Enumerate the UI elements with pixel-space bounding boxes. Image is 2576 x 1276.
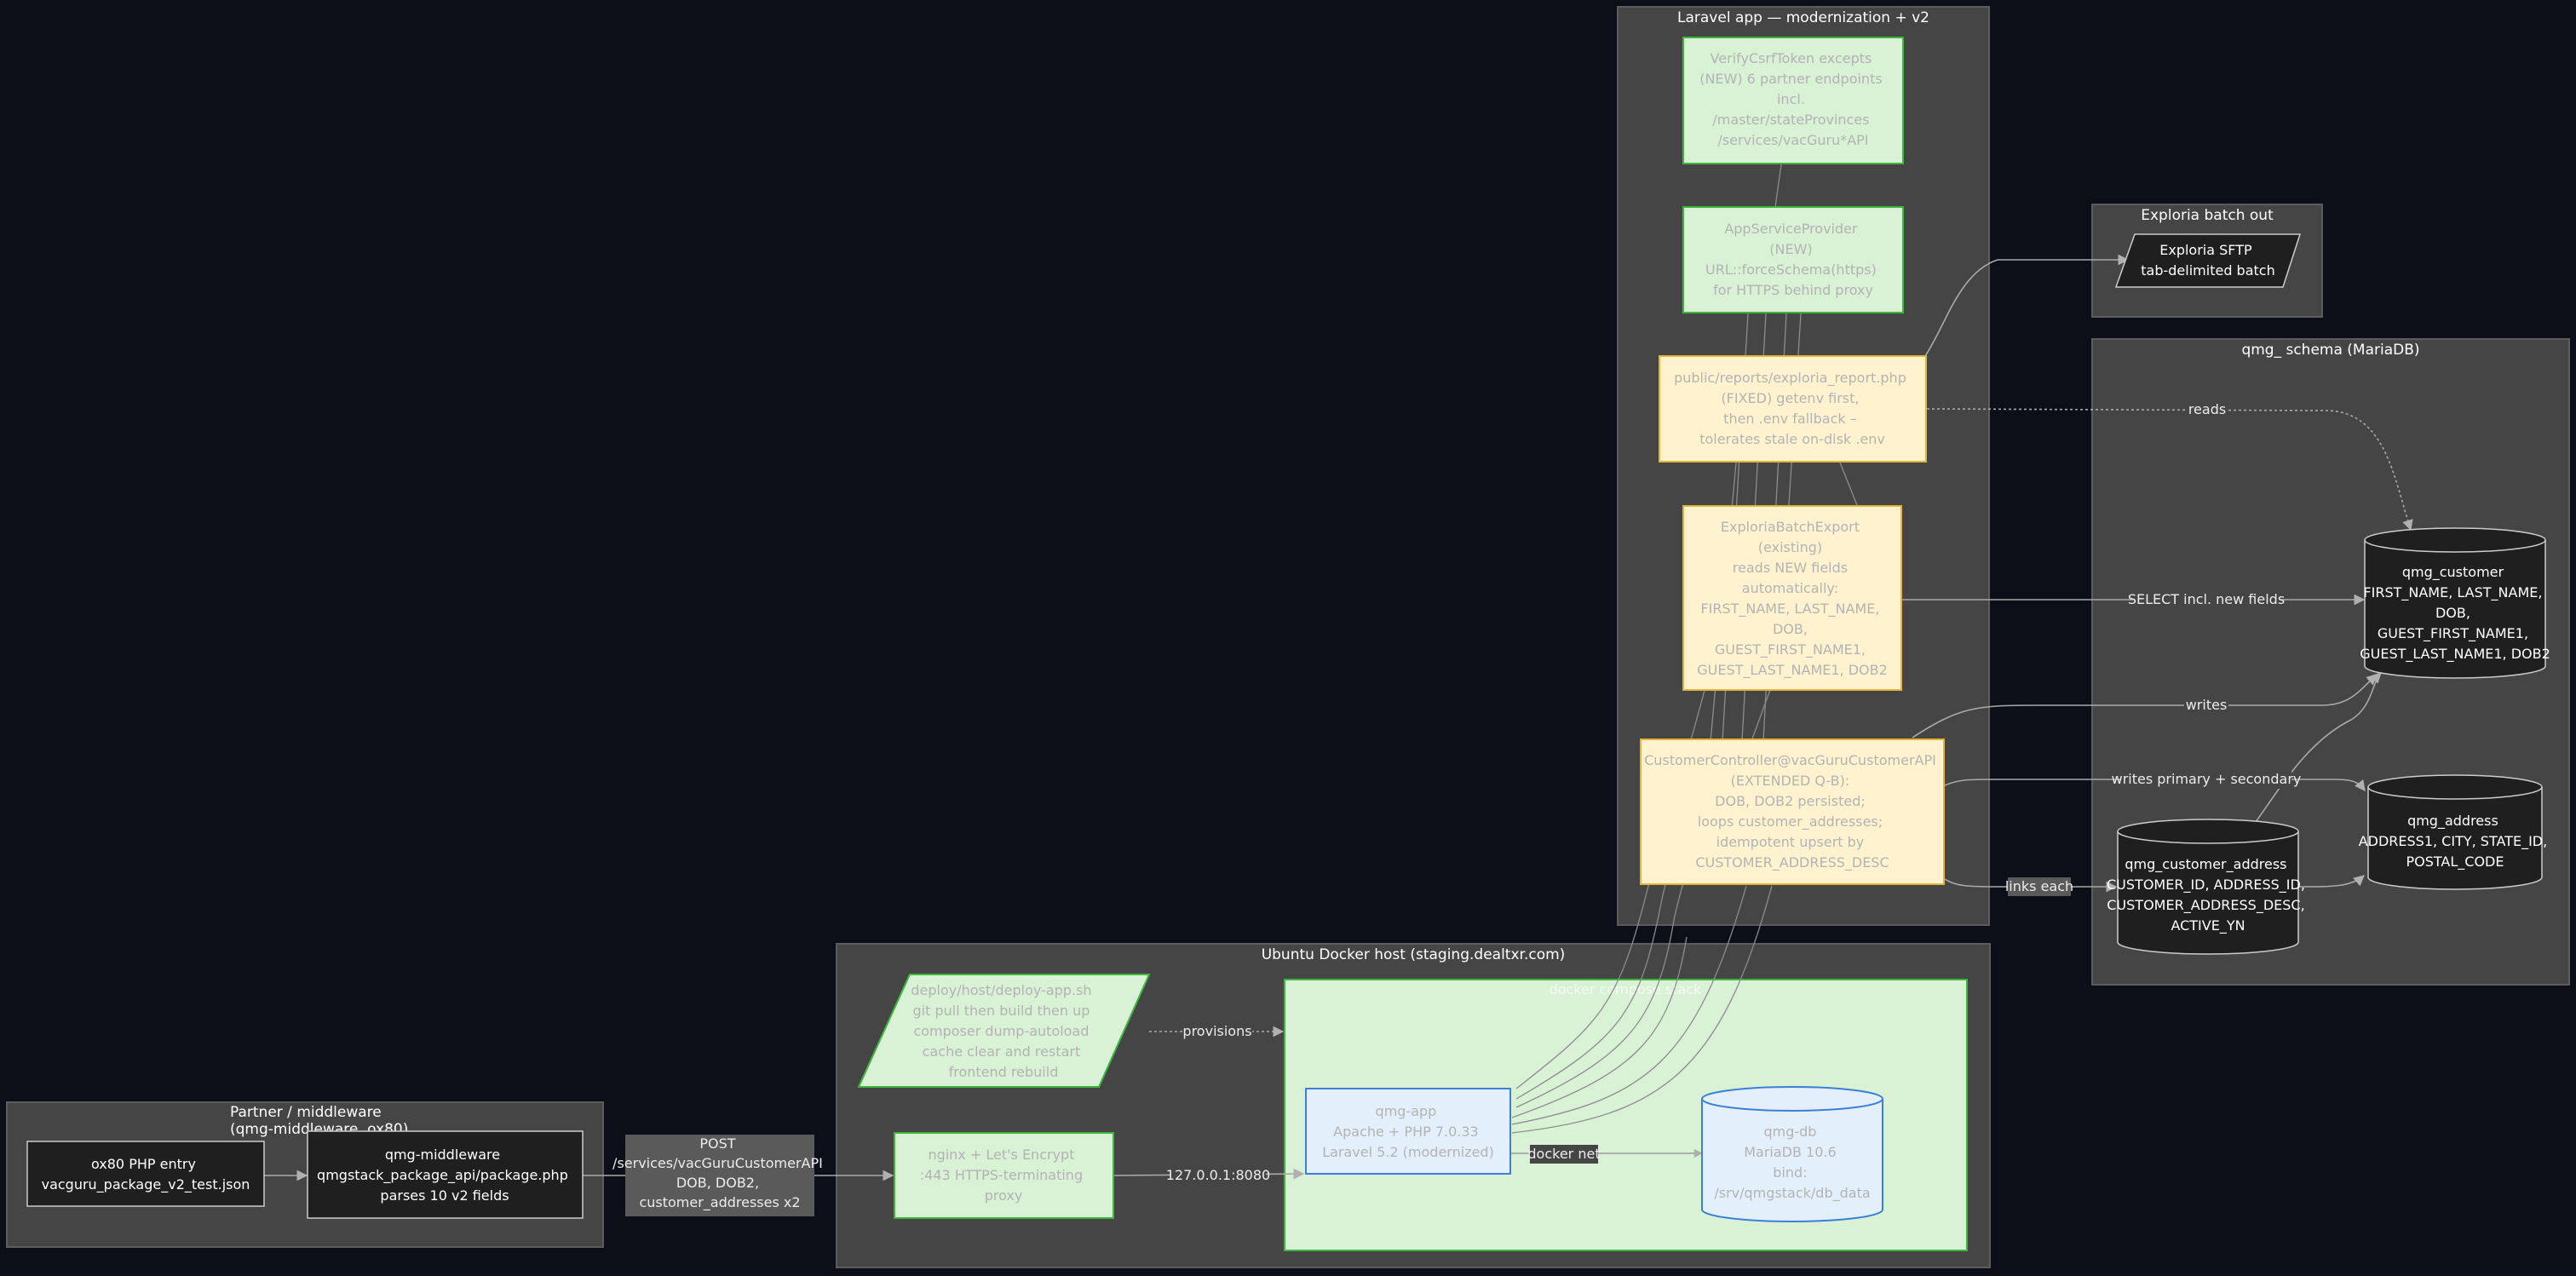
- node-exploria-sftp[interactable]: Exploria SFTP tab-delimited batch: [2114, 233, 2302, 288]
- node-verify-csrf-token[interactable]: VerifyCsrfToken excepts (NEW) 6 partner …: [1682, 37, 1904, 164]
- label-loopback: 127.0.0.1:8080: [1166, 1165, 1270, 1184]
- svg-text:Exploria SFTP tab-delimi: Exploria SFTP tab-delimited batch: [2141, 242, 2274, 279]
- label-select: SELECT incl. new fields: [2128, 590, 2285, 609]
- node-deploy-script[interactable]: deploy/host/deploy-app.sh git pull then …: [857, 974, 1151, 1088]
- node-exploria-batch-export[interactable]: ExploriaBatchExport (existing) reads NEW…: [1682, 505, 1902, 691]
- svg-text:qmg_customer_address CUS: qmg_customer_address CUSTOMER_ID, ADDRES…: [2107, 856, 2309, 934]
- node-qmg-middleware[interactable]: qmg-middleware qmgstack_package_api/pack…: [307, 1130, 584, 1219]
- edge-report-to-sftp: [1924, 254, 2130, 357]
- edge-controller-links: [1944, 878, 2118, 893]
- svg-text:CustomerController@vacGuruCust: CustomerController@vacGuruCustomerAPI (E…: [1644, 752, 1941, 871]
- node-qmg-app[interactable]: qmg-app Apache + PHP 7.0.33 Laravel 5.2 …: [1305, 1088, 1511, 1175]
- svg-text:provisions: provisions: [1182, 1023, 1251, 1039]
- edge-custaddr-to-customer: [2255, 672, 2382, 823]
- label-provisions: provisions: [1182, 1022, 1252, 1041]
- svg-text:links each: links each: [2005, 878, 2073, 894]
- svg-text:ExploriaBatchExport (exi: ExploriaBatchExport (existing) reads NEW…: [1697, 519, 1888, 679]
- node-qmg-address[interactable]: qmg_address ADDRESS1, CITY, STATE_ID, PO…: [2359, 774, 2552, 890]
- label-links-each: links each: [2005, 877, 2073, 896]
- cluster-compose-title: docker compose stack: [1550, 981, 1703, 997]
- cluster-ubuntu-title: Ubuntu Docker host (staging.dealtxr.com): [1262, 946, 1566, 963]
- node-nginx-proxy[interactable]: nginx + Let's Encrypt :443 HTTPS-termina…: [894, 1132, 1114, 1219]
- cluster-exploria-title: Exploria batch out: [2141, 207, 2274, 224]
- label-docker-net: docker net: [1527, 1145, 1601, 1164]
- svg-text:qmg-middleware qmgstack_: qmg-middleware qmgstack_package_api/pack…: [317, 1147, 572, 1204]
- node-qmg-customer-address[interactable]: qmg_customer_address CUSTOMER_ID, ADDRES…: [2107, 819, 2309, 955]
- cluster-laravel-title: Laravel app — modernization + v2: [1677, 9, 1929, 26]
- svg-text:qmg-app Apache + PHP 7.0: qmg-app Apache + PHP 7.0.33 Laravel 5.2 …: [1322, 1103, 1494, 1160]
- svg-text:deploy/host/deploy-app.sh: deploy/host/deploy-app.sh git pull then …: [911, 982, 1095, 1080]
- svg-text:ox80 PHP entry vacguru_p: ox80 PHP entry vacguru_package_v2_test.j…: [42, 1156, 250, 1193]
- node-exploria-report[interactable]: public/reports/exploria_report.php (FIXE…: [1659, 355, 1927, 463]
- svg-text:qmg-db MariaDB 10.6: qmg-db MariaDB 10.6 bind: /srv/qmgstack/…: [1714, 1124, 1870, 1202]
- svg-text:nginx + Let's Encrypt :4: nginx + Let's Encrypt :443 HTTPS-termina…: [920, 1147, 1087, 1204]
- svg-text:writes primary + secondary: writes primary + secondary: [2112, 771, 2302, 787]
- cluster-schema-title: qmg_ schema (MariaDB): [2241, 342, 2419, 359]
- svg-text:reads: reads: [2188, 401, 2226, 417]
- node-app-service-provider[interactable]: AppServiceProvider (NEW) URL::forceSchem…: [1682, 206, 1904, 313]
- label-post: POST /services/vacGuruCustomerAPI DOB, D…: [612, 1135, 827, 1216]
- svg-text:public/reports/exploria_report: public/reports/exploria_report.php (FIXE…: [1674, 370, 1911, 447]
- svg-text:SELECT incl. new fields: SELECT incl. new fields: [2128, 591, 2285, 607]
- label-writes-primary-secondary: writes primary + secondary: [2112, 770, 2302, 789]
- svg-text:POST /services/vacGuruCu: POST /services/vacGuruCustomerAPI DOB, D…: [612, 1135, 827, 1211]
- node-qmg-customer[interactable]: qmg_customer FIRST_NAME, LAST_NAME, DOB,…: [2360, 527, 2550, 679]
- edge-controller-writes: [1912, 674, 2378, 739]
- label-writes: writes: [2184, 696, 2228, 715]
- svg-text:AppServiceProvider (NEW): AppServiceProvider (NEW) URL::forceSchem…: [1705, 221, 1881, 298]
- svg-text:qmg_address ADDRESS1, CI: qmg_address ADDRESS1, CITY, STATE_ID, PO…: [2359, 813, 2552, 871]
- node-ox80-entry[interactable]: ox80 PHP entry vacguru_package_v2_test.j…: [26, 1141, 265, 1207]
- node-qmg-db[interactable]: qmg-db MariaDB 10.6 bind: /srv/qmgstack/…: [1701, 1086, 1883, 1222]
- svg-text:docker net: docker net: [1527, 1146, 1600, 1162]
- svg-text:127.0.0.1:8080: 127.0.0.1:8080: [1166, 1167, 1270, 1183]
- node-customer-controller[interactable]: CustomerController@vacGuruCustomerAPI (E…: [1640, 739, 1945, 885]
- edge-report-reads: [1926, 408, 2413, 532]
- svg-text:qmg_customer FIRST_NAME,: qmg_customer FIRST_NAME, LAST_NAME, DOB,…: [2360, 564, 2550, 663]
- svg-text:VerifyCsrfToken excepts: VerifyCsrfToken excepts (NEW) 6 partner …: [1699, 50, 1887, 148]
- label-reads: reads: [2188, 400, 2227, 419]
- edge-custaddr-to-address: [2297, 875, 2365, 888]
- svg-text:writes: writes: [2186, 697, 2228, 713]
